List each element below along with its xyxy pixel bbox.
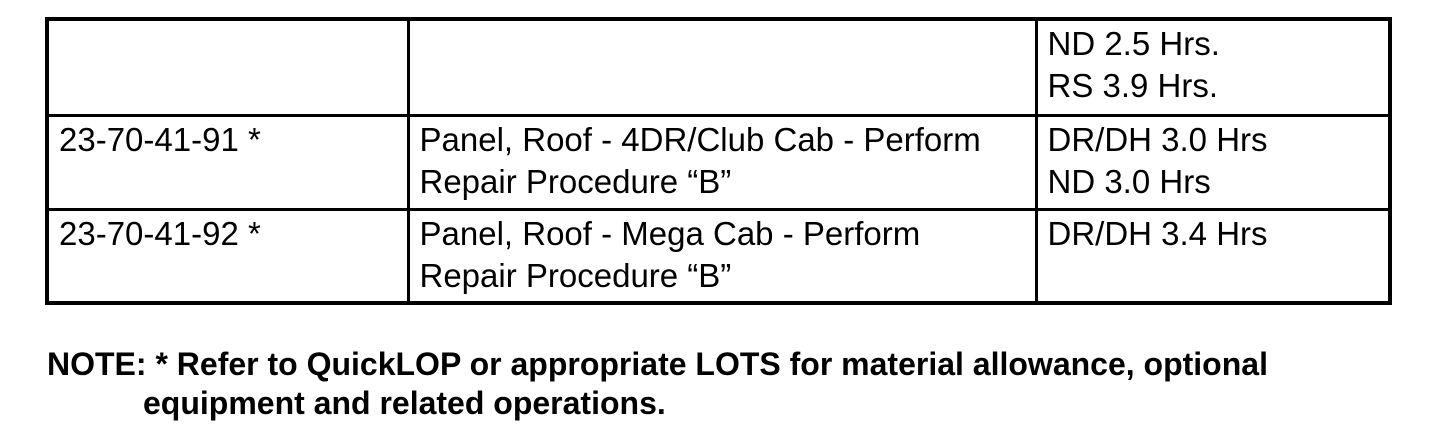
time-allowance-cell: DR/DH 3.0 Hrs ND 3.0 Hrs [1034, 113, 1392, 211]
description-line: Panel, Roof - Mega Cab - Perform [419, 214, 921, 252]
time-allowance-line: ND 2.5 Hrs. [1047, 25, 1220, 62]
footnote: NOTE: * Refer to QuickLOP or appropriate… [47, 345, 1268, 423]
time-allowance-line: DR/DH 3.0 Hrs [1047, 120, 1268, 158]
table-row-continuation: ND 2.5 Hrs. RS 3.9 Hrs. [45, 17, 1392, 117]
labor-op-code-cell [45, 17, 410, 117]
labor-operations-table: ND 2.5 Hrs. RS 3.9 Hrs. 23-70-41-91 * Pa… [45, 17, 1392, 305]
description-cell: Panel, Roof - 4DR/Club Cab - Perform Rep… [406, 113, 1038, 211]
time-allowance-line: RS 3.9 Hrs. [1047, 67, 1219, 104]
description-line: Repair Procedure “B” [419, 256, 732, 294]
table-row: 23-70-41-91 * Panel, Roof - 4DR/Club Cab… [45, 113, 1392, 211]
description-cell: Panel, Roof - Mega Cab - Perform Repair … [406, 207, 1038, 305]
labor-op-code: 23-70-41-92 * [59, 214, 261, 252]
time-allowance-cell: ND 2.5 Hrs. RS 3.9 Hrs. [1034, 17, 1392, 117]
footnote-line-2: equipment and related operations. [143, 385, 666, 421]
description-cell [406, 17, 1038, 117]
time-allowance-line: ND 3.0 Hrs [1047, 162, 1211, 200]
footnote-line-1: NOTE: * Refer to QuickLOP or appropriate… [47, 346, 1268, 382]
description-line: Panel, Roof - 4DR/Club Cab - Perform [419, 120, 981, 158]
labor-op-code-cell: 23-70-41-91 * [45, 113, 410, 211]
table-row: 23-70-41-92 * Panel, Roof - Mega Cab - P… [45, 207, 1392, 305]
labor-op-code: 23-70-41-91 * [59, 120, 261, 158]
labor-op-code-cell: 23-70-41-92 * [45, 207, 410, 305]
time-allowance-line: DR/DH 3.4 Hrs [1047, 214, 1268, 252]
time-allowance-cell: DR/DH 3.4 Hrs [1034, 207, 1392, 305]
description-line: Repair Procedure “B” [419, 162, 732, 200]
